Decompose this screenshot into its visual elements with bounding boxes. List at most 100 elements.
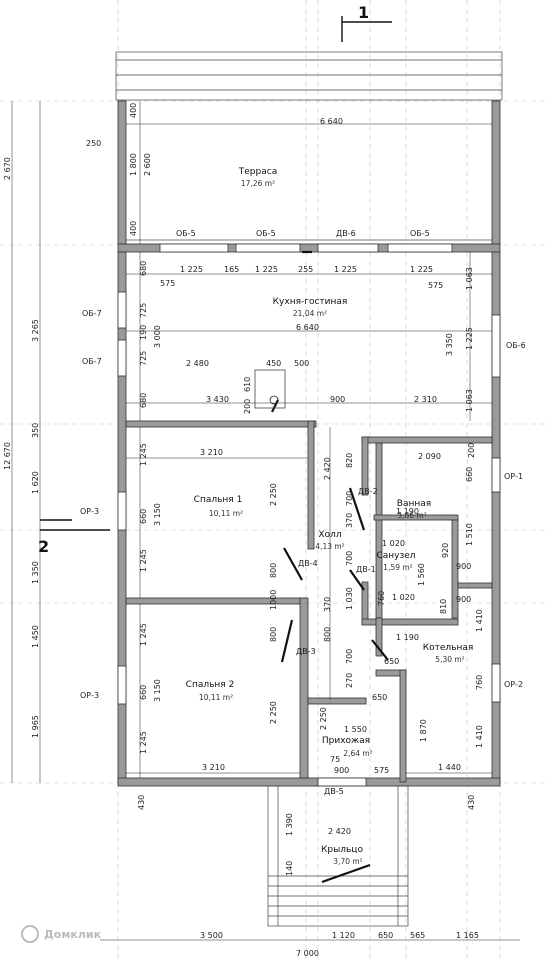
label-ob5-a: ОБ-5 xyxy=(176,229,196,238)
dim: 1 350 xyxy=(31,561,40,584)
dim: 1 225 xyxy=(334,265,357,274)
dim: 575 xyxy=(374,766,389,775)
room-area-bedroom1: 10,11 m² xyxy=(209,509,243,518)
dim: 2 420 xyxy=(323,457,332,480)
label-op3-a: ОР-3 xyxy=(80,507,99,516)
dim: 3 210 xyxy=(200,448,223,457)
room-area-porch: 3,70 m² xyxy=(333,857,362,866)
dim: 650 xyxy=(372,693,387,702)
label-dv1: ДВ-1 xyxy=(356,565,376,574)
dim: 200 xyxy=(467,443,476,458)
label-op2: ОР-2 xyxy=(504,680,523,689)
label-ob5-b: ОБ-5 xyxy=(256,229,276,238)
section-mark-2: 2 xyxy=(38,519,110,556)
dim: 2 250 xyxy=(319,707,328,730)
dim: 575 xyxy=(428,281,443,290)
dim: 12 670 xyxy=(3,442,12,470)
room-name-terrace: Терраса xyxy=(238,167,277,177)
room-area-boiler: 5,30 m² xyxy=(435,655,464,664)
room-area-entry: 2,64 m² xyxy=(343,749,372,758)
label-ob6: ОБ-6 xyxy=(506,341,526,350)
dim: 575 xyxy=(160,279,175,288)
dim: 610 xyxy=(243,377,252,392)
terrace-post-left xyxy=(117,100,127,245)
dim: 1 245 xyxy=(139,549,148,572)
dim: 650 xyxy=(378,931,393,940)
room-name-wc: Санузел xyxy=(376,551,415,561)
dim: 920 xyxy=(441,543,450,558)
dim: 370 xyxy=(323,597,332,612)
label-ob7-a: ОБ-7 xyxy=(82,309,102,318)
dim: 1 965 xyxy=(31,715,40,738)
dim: 760 xyxy=(475,675,484,690)
porch-outline xyxy=(267,785,409,927)
room-name-bath: Ванная xyxy=(397,499,431,509)
opening-labels: ОБ-5 ОБ-5 ДВ-6 ОБ-5 ОБ-7 ОБ-7 ОБ-6 ОР-1 … xyxy=(80,229,526,796)
dim: 255 xyxy=(298,265,313,274)
dim: 3 150 xyxy=(153,679,162,702)
stove-outline xyxy=(254,369,286,409)
dim: 1 245 xyxy=(139,443,148,466)
dim: 1 225 xyxy=(180,265,203,274)
dim: 1 390 xyxy=(285,813,294,836)
dim: 3 150 xyxy=(153,503,162,526)
dim: 1 030 xyxy=(345,587,354,610)
window-openings xyxy=(117,243,501,787)
dim: 400 xyxy=(129,103,138,118)
door-leaves xyxy=(271,250,389,884)
dim: 2 420 xyxy=(328,827,351,836)
dim: 900 xyxy=(456,562,471,571)
dim: 1 620 xyxy=(31,471,40,494)
terrace-post-right xyxy=(491,100,501,245)
label-dv6: ДВ-6 xyxy=(336,229,356,238)
dim: 1 870 xyxy=(419,719,428,742)
label-ob7-b: ОБ-7 xyxy=(82,357,102,366)
dim: 165 xyxy=(224,265,239,274)
dimension-lines xyxy=(11,101,520,941)
dim: 700 xyxy=(345,491,354,506)
dim: 270 xyxy=(345,673,354,688)
dim: 1 410 xyxy=(475,609,484,632)
section-mark-1: 1 xyxy=(341,3,392,42)
dim: 1 800 xyxy=(129,153,138,176)
dim: 1 550 xyxy=(344,725,367,734)
section-label-1: 1 xyxy=(358,3,369,22)
dim: 700 xyxy=(345,551,354,566)
dim: 1 450 xyxy=(31,625,40,648)
dim: 500 xyxy=(294,359,309,368)
dim: 900 xyxy=(334,766,349,775)
dim: 2 310 xyxy=(414,395,437,404)
room-area-bedroom2: 10,11 m² xyxy=(199,693,233,702)
watermark-text: Домклик xyxy=(44,928,102,941)
dim: 565 xyxy=(410,931,425,940)
dim: 680 xyxy=(139,261,148,276)
room-area-wc: 1,59 m² xyxy=(383,563,412,572)
label-op3-b: ОР-3 xyxy=(80,691,99,700)
stove-icon xyxy=(269,395,279,405)
room-name-kitchen: Кухня-гостиная xyxy=(273,297,348,307)
dim: 200 xyxy=(243,399,252,414)
room-name-entry: Прихожая xyxy=(322,736,370,746)
room-name-bedroom1: Спальня 1 xyxy=(194,495,243,505)
label-op1: ОР-1 xyxy=(504,472,523,481)
dim: 810 xyxy=(439,599,448,614)
dim: 7 000 xyxy=(296,949,319,958)
dim: 2 250 xyxy=(269,483,278,506)
dim: 1 225 xyxy=(465,327,474,350)
dim: 1 120 xyxy=(332,931,355,940)
dim: 820 xyxy=(345,453,354,468)
dim: 2 250 xyxy=(269,701,278,724)
room-area-kitchen: 21,04 m² xyxy=(293,309,327,318)
dim: 660 xyxy=(139,685,148,700)
dim: 1 063 xyxy=(465,389,474,412)
dim: 3 210 xyxy=(202,763,225,772)
interior-walls xyxy=(125,420,493,783)
dim: 660 xyxy=(465,467,474,482)
dim: 760 xyxy=(377,591,386,606)
dim: 800 xyxy=(323,627,332,642)
dim: 250 xyxy=(86,139,101,148)
room-name-porch: Крыльцо xyxy=(321,845,363,855)
dim: 1 560 xyxy=(417,563,426,586)
room-name-hall: Холл xyxy=(318,530,341,540)
